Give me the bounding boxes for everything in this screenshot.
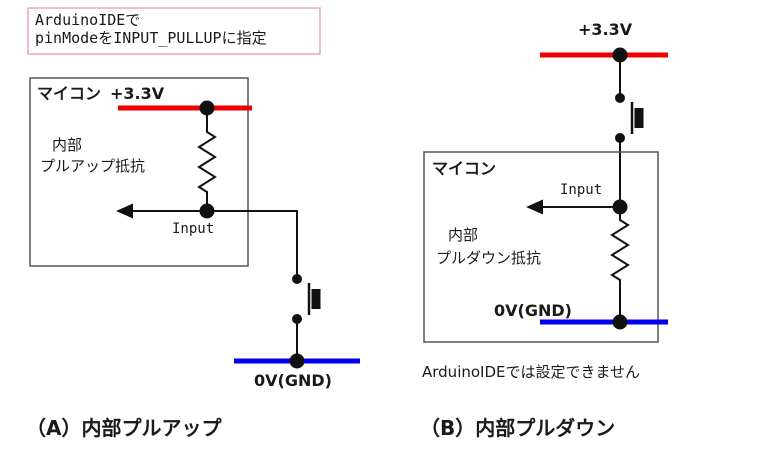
switch-contact-bottom-b (615, 133, 625, 143)
pulldown-resistor-symbol (610, 219, 630, 281)
switch-contact-top-a (292, 274, 302, 284)
ground-junction-dot-a (289, 353, 305, 369)
diagram-a: ArduinoIDEで pinModeをINPUT_PULLUPに指定 マイコン… (26, 7, 360, 440)
resistor-label-a-line1: 内部 (52, 136, 82, 154)
resistor-label-a-line2: プルアップ抵抗 (40, 157, 145, 175)
arduino-note-a: ArduinoIDEで pinModeをINPUT_PULLUPに指定 (27, 7, 321, 55)
ground-label-a: 0V(GND) (254, 371, 332, 390)
note-line2: pinModeをINPUT_PULLUPに指定 (35, 29, 267, 47)
input-label-b: Input (560, 182, 602, 198)
ground-junction-dot-b (612, 314, 628, 330)
power-label-a: +3.3V (110, 84, 165, 103)
caption-b: （B）内部プルダウン (420, 416, 615, 440)
push-button-switch-b (615, 93, 644, 143)
switch-contact-top-b (615, 93, 625, 103)
resistor-label-b-line1: 内部 (448, 226, 478, 244)
mcu-label-a: マイコン (37, 84, 101, 103)
note-b: ArduinoIDEでは設定できません (422, 363, 640, 381)
resistor-label-b-line2: プルダウン抵抗 (436, 249, 541, 267)
switch-button-b (634, 108, 644, 128)
input-arrow-head-b (526, 199, 543, 215)
push-button-switch-a (292, 274, 321, 324)
mcu-box-a (29, 77, 249, 267)
mcu-box-b (423, 151, 659, 343)
note-line1: ArduinoIDEで (35, 11, 140, 29)
power-label-b: +3.3V (578, 20, 633, 39)
note-box-border (27, 7, 321, 55)
input-arrow-head-a (116, 203, 133, 219)
switch-contact-bottom-a (292, 314, 302, 324)
diagram-b: +3.3V マイコン Input 内部 プルダウン抵抗 0V(GND) (420, 20, 668, 440)
input-label-a: Input (172, 221, 214, 237)
ground-label-b: 0V(GND) (494, 301, 572, 320)
pullup-resistor-symbol (197, 131, 217, 193)
mcu-label-b: マイコン (432, 159, 496, 178)
caption-a: （A）内部プルアップ (26, 416, 222, 440)
switch-button-a (311, 289, 321, 309)
